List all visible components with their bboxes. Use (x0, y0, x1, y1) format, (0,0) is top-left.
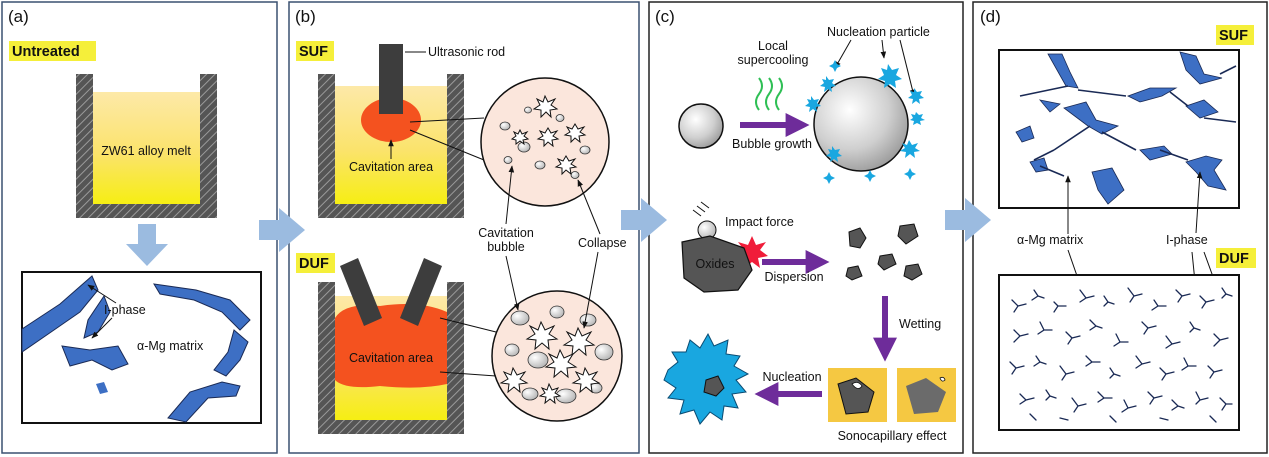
iphase-label-a: I-phase (104, 303, 146, 317)
zoom-line-suf-1 (409, 117, 485, 123)
ultrasonic-rod-duf-right (400, 258, 442, 326)
supercool-waves (755, 77, 783, 111)
arrow-a-to-b (259, 208, 305, 252)
bubbles-suf (499, 106, 591, 179)
melt-label: ZW61 alloy melt (101, 144, 191, 158)
cav-bubble-pointer-down (505, 255, 520, 311)
suf-tag-d: SUF (1219, 28, 1248, 44)
impact-label: Impact force (725, 215, 794, 229)
micro-duf (998, 274, 1240, 431)
zoom-line-duf-2 (439, 371, 497, 377)
sonocap-oxide-1 (837, 377, 875, 415)
cav-area-suf-label: Cavitation area (349, 160, 433, 174)
panel-d-label: (d) (980, 7, 1001, 26)
crucible-duf (318, 282, 464, 434)
small-bubble (678, 103, 724, 149)
sonocap-gap-2 (939, 376, 946, 382)
matrix-label-a: α-Mg matrix (137, 339, 204, 353)
panel-a-label: (a) (8, 7, 29, 26)
panel-c-label: (c) (655, 7, 675, 26)
dispersed-oxides (845, 223, 923, 281)
zoom-line-suf-2 (409, 129, 485, 161)
impact-burst (736, 236, 768, 268)
nucleation-particle-label: Nucleation particle (827, 25, 930, 39)
local-label-2: supercooling (738, 53, 809, 67)
matrix-label-d: α-Mg matrix (1017, 233, 1084, 247)
arrow-c-to-d (945, 198, 991, 242)
cav-bubble-label-1: Cavitation (478, 226, 534, 240)
sonocap-oxide-2 (906, 378, 946, 414)
np-pointer-1 (834, 39, 852, 69)
sonocap-gap-1 (851, 382, 863, 389)
ultrasonic-rod-duf-left (340, 258, 382, 326)
panel-b-label: (b) (295, 7, 316, 26)
dendrite-core (703, 375, 725, 397)
iphase-label-d: I-phase (1166, 233, 1208, 247)
rod-label: Ultrasonic rod (428, 45, 505, 59)
untreated-tag-bg (9, 41, 96, 61)
crucible-a (76, 74, 217, 218)
untreated-tag: Untreated (12, 44, 80, 60)
micro-untreated (21, 271, 262, 424)
cav-bubble-pointer-up (505, 165, 515, 225)
ultrasonic-rod-suf (379, 44, 403, 114)
zoom-line-duf-1 (439, 317, 497, 333)
dendrite (663, 332, 750, 425)
suf-tag-b-bg (296, 41, 334, 61)
bubbles-duf (504, 305, 614, 404)
dispersion-label: Dispersion (764, 270, 823, 284)
arrow-a-down (126, 224, 168, 266)
iphase-pointer-d-up (1195, 171, 1203, 234)
duf-tag-b: DUF (299, 256, 329, 272)
sonocap-label: Sonocapillary effect (838, 429, 947, 443)
duf-tag-d: DUF (1219, 251, 1249, 267)
local-label-1: Local (758, 39, 788, 53)
collapse-stars-suf (510, 94, 587, 176)
impact-motion (692, 201, 710, 217)
arrow-b-to-c (621, 198, 667, 242)
oxides-shape (681, 235, 753, 293)
collapse-stars-duf (499, 320, 601, 405)
np-pointer-3 (899, 39, 916, 97)
suf-tag-b: SUF (299, 44, 328, 60)
suf-tag-d-bg (1216, 25, 1254, 45)
cav-bubble-label-2: bubble (487, 240, 525, 254)
wetting-label: Wetting (899, 317, 941, 331)
iphase-pointer-a-2 (91, 317, 113, 339)
collapse-pointer-up (577, 179, 601, 235)
duf-tag-d-bg (1216, 248, 1256, 268)
micro-suf (998, 49, 1240, 209)
collapse-label: Collapse (578, 236, 627, 250)
oxides-label: Oxides (696, 257, 735, 271)
collapse-pointer-down (582, 251, 599, 329)
bubble-growth-label: Bubble growth (732, 137, 812, 151)
nucleation-particles (805, 60, 925, 184)
np-pointer-2 (880, 39, 887, 59)
iphase-pointer-a-1 (87, 284, 117, 304)
duf-tag-b-bg (296, 253, 335, 273)
cav-area-duf-label: Cavitation area (349, 351, 433, 365)
grown-bubble (813, 76, 909, 172)
nucleation-label: Nucleation (762, 370, 821, 384)
